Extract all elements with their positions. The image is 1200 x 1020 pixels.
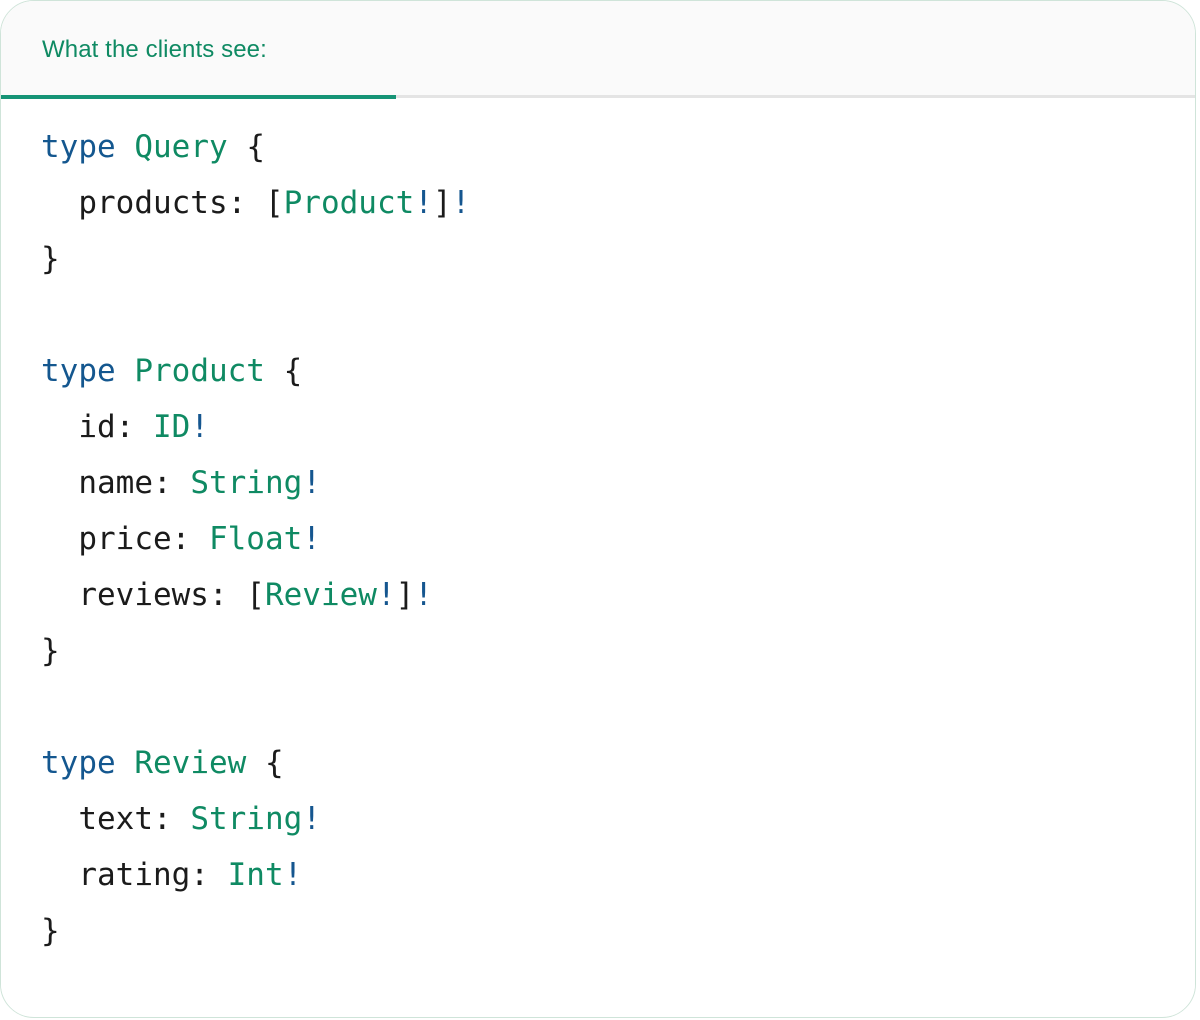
keyword-type: type xyxy=(41,353,116,389)
code-line-10: type Review { xyxy=(41,735,1195,791)
type-float: Float xyxy=(190,521,303,557)
tab-label: What the clients see: xyxy=(42,35,267,63)
code-line-4: type Product { xyxy=(41,343,1195,399)
code-line-3: } xyxy=(41,231,1195,287)
field-products: products: xyxy=(41,185,247,221)
type-int: Int xyxy=(208,857,284,893)
type-name-query: Query xyxy=(134,129,228,165)
field-reviews: reviews: xyxy=(41,577,228,613)
field-price: price: xyxy=(41,521,191,557)
list-open-bracket: [ xyxy=(227,577,265,613)
field-text: text: xyxy=(41,801,172,837)
non-null-bang: ! xyxy=(302,521,321,557)
tab-what-the-clients-see[interactable]: What the clients see: xyxy=(1,1,396,98)
close-brace: } xyxy=(41,913,60,949)
code-line-13: } xyxy=(41,903,1195,959)
blank-line xyxy=(41,679,1195,735)
non-null-bang: ! xyxy=(190,409,209,445)
keyword-type: type xyxy=(41,129,116,165)
code-line-5: id: ID! xyxy=(41,399,1195,455)
code-line-9: } xyxy=(41,623,1195,679)
tab-bar: What the clients see: xyxy=(1,1,1195,99)
close-brace: } xyxy=(41,241,60,277)
keyword-type: type xyxy=(41,745,116,781)
type-product: Product xyxy=(283,185,415,221)
code-line-8: reviews: [Review!]! xyxy=(41,567,1195,623)
non-null-bang: ! xyxy=(283,857,303,893)
code-line-7: price: Float! xyxy=(41,511,1195,567)
field-name: name: xyxy=(41,465,172,501)
type-string: String xyxy=(171,465,303,501)
list-close-bracket: ] xyxy=(432,185,452,221)
open-brace: { xyxy=(264,745,284,781)
type-name-review: Review xyxy=(134,745,247,781)
graphql-schema-code[interactable]: type Query { products: [Product!]!}type … xyxy=(1,119,1195,959)
code-line-12: rating: Int! xyxy=(41,847,1195,903)
type-string: String xyxy=(171,801,303,837)
code-line-6: name: String! xyxy=(41,455,1195,511)
list-close-bracket: ] xyxy=(395,577,415,613)
non-null-bang-outer: ! xyxy=(451,185,471,221)
non-null-bang: ! xyxy=(376,577,396,613)
code-line-11: text: String! xyxy=(41,791,1195,847)
non-null-bang: ! xyxy=(302,801,321,837)
open-brace: { xyxy=(246,129,265,165)
type-review: Review xyxy=(264,577,377,613)
open-brace: { xyxy=(283,353,303,389)
field-id: id: xyxy=(41,409,135,445)
blank-line xyxy=(41,287,1195,343)
non-null-bang: ! xyxy=(302,465,321,501)
code-line-2: products: [Product!]! xyxy=(41,175,1195,231)
non-null-bang: ! xyxy=(414,185,433,221)
code-viewer: type Query { products: [Product!]!}type … xyxy=(1,98,1195,1016)
type-name-product: Product xyxy=(134,353,265,389)
code-line-1: type Query { xyxy=(41,119,1195,175)
close-brace: } xyxy=(41,633,60,669)
type-id: ID xyxy=(134,409,191,445)
field-rating: rating: xyxy=(41,857,209,893)
non-null-bang-outer: ! xyxy=(414,577,433,613)
list-open-bracket: [ xyxy=(246,185,284,221)
tab-active-indicator xyxy=(1,95,396,99)
